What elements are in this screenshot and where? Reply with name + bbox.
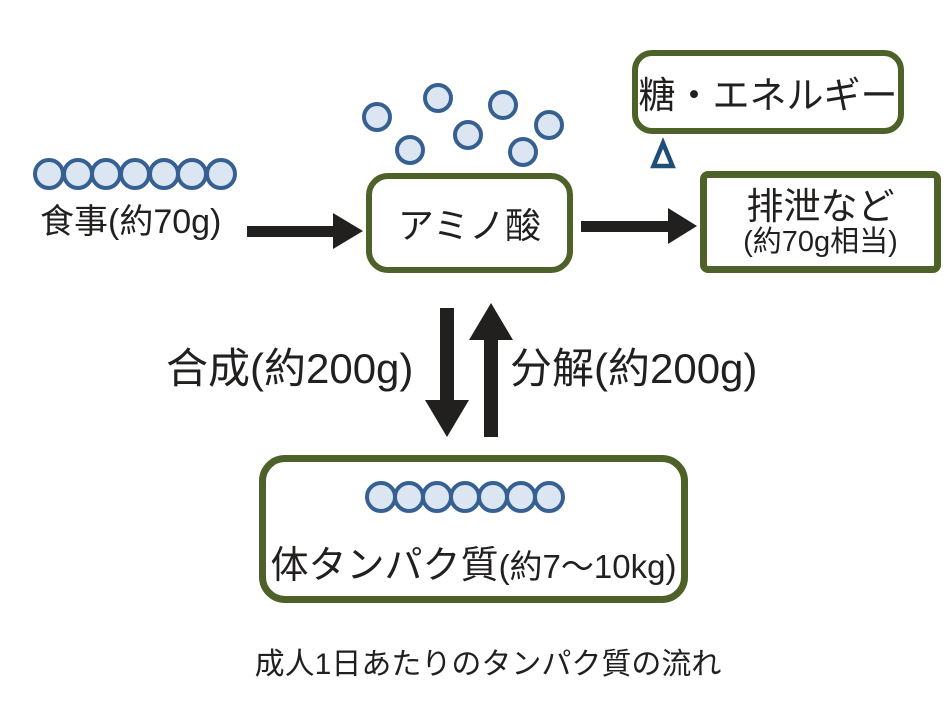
sugar-energy-label: 糖・エネルギー — [638, 75, 898, 116]
amino-acid-bead-icon — [508, 137, 538, 167]
free-amino-acid-circles — [362, 83, 564, 167]
protein-bead-icon — [176, 158, 208, 190]
body-protein-main-label: 体タンパク質 — [270, 545, 499, 587]
protein-bead-icon — [205, 158, 237, 190]
body-protein-bead-chain — [365, 481, 565, 513]
amino-acid-bead-icon — [395, 135, 425, 165]
body-protein-amount-label: (約7～10kg) — [498, 548, 677, 585]
amino-acid-bead-icon — [362, 102, 392, 132]
excretion-label: 排泄など — [746, 185, 895, 227]
excretion-box: 排泄など (約70g相当) — [700, 171, 941, 273]
arrow-to-sugar-energy-icon — [650, 137, 676, 169]
protein-bead-icon — [119, 158, 151, 190]
protein-bead-icon — [148, 158, 180, 190]
meal-protein-bead-chain — [33, 158, 237, 190]
excretion-amount-label: (約70g相当) — [743, 225, 898, 258]
synthesis-label: 合成(約200g) — [166, 345, 414, 392]
amino-acid-bead-icon — [488, 90, 518, 120]
diagram-caption: 成人1日あたりのタンパク質の流れ — [254, 648, 722, 681]
amino-acid-bead-icon — [453, 120, 483, 150]
arrow-meal-to-amino-icon — [247, 213, 363, 249]
body-protein-label: 体タンパク質(約7～10kg) — [266, 534, 681, 589]
arrow-synthesis-down-icon — [425, 308, 469, 437]
protein-bead-icon — [90, 158, 122, 190]
amino-acid-label: アミノ酸 — [397, 205, 542, 246]
amino-acid-box: アミノ酸 — [366, 173, 573, 273]
protein-bead-icon — [533, 481, 565, 513]
arrow-decomposition-up-icon — [469, 303, 513, 437]
protein-bead-icon — [33, 158, 65, 190]
meal-label: 食事(約70g) — [40, 203, 222, 241]
amino-acid-bead-icon — [534, 110, 564, 140]
sugar-energy-box: 糖・エネルギー — [632, 50, 904, 134]
body-protein-box: 体タンパク質(約7～10kg) — [259, 455, 688, 603]
protein-bead-icon — [62, 158, 94, 190]
decomposition-label: 分解(約200g) — [510, 345, 758, 392]
amino-acid-bead-icon — [423, 83, 453, 113]
arrow-amino-to-excretion-icon — [581, 208, 697, 244]
